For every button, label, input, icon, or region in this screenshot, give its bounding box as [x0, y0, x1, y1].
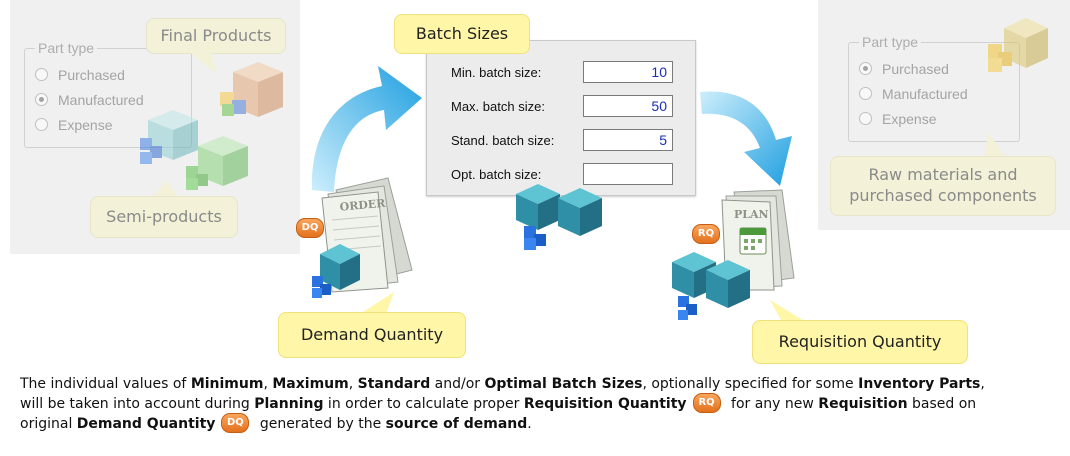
left-part-type-legend: Part type: [38, 40, 95, 56]
description-line-1: The individual values of Minimum, Maximu…: [20, 376, 985, 392]
inline-rq-badge: RQ: [692, 393, 721, 413]
requisition-callout-tail: [770, 300, 806, 322]
right-radio-manufactured[interactable]: Manufactured: [859, 81, 1009, 106]
order-dq-badge: DQ: [296, 218, 324, 238]
radio-dot: [859, 112, 872, 125]
stand-batch-label: Stand. batch size:: [451, 133, 555, 148]
plan-rq-badge: RQ: [692, 224, 720, 244]
min-batch-input[interactable]: 10: [583, 61, 673, 83]
left-curved-arrow: [311, 66, 422, 192]
demand-callout-tail: [360, 292, 394, 314]
radio-dot-selected: [859, 62, 872, 75]
right-radio-expense[interactable]: Expense: [859, 106, 1009, 131]
semi-products-callout: Semi-products: [90, 196, 238, 238]
stand-batch-input[interactable]: 5: [583, 129, 673, 151]
radio-dot: [859, 87, 872, 100]
final-products-callout-tail: [190, 52, 216, 74]
opt-batch-input[interactable]: [583, 163, 673, 185]
batch-sizes-callout: Batch Sizes: [394, 14, 530, 54]
right-curved-arrow: [700, 91, 792, 186]
inline-dq-badge: DQ: [221, 413, 250, 433]
batch-sizes-panel: Min. batch size: 10 Max. batch size: 50 …: [426, 40, 696, 196]
right-part-type-legend: Part type: [862, 34, 919, 50]
requisition-quantity-callout: Requisition Quantity: [752, 320, 968, 364]
description-line-2: will be taken into account during Planni…: [20, 393, 1060, 414]
radio-dot: [35, 68, 48, 81]
left-radio-purchased[interactable]: Purchased: [35, 62, 181, 87]
final-products-callout: Final Products: [146, 18, 286, 54]
min-batch-label: Min. batch size:: [451, 65, 542, 80]
semi-products-callout-tail: [154, 180, 178, 196]
right-radio-purchased[interactable]: Purchased: [859, 56, 1009, 81]
batch-boxes-icon: [516, 184, 602, 250]
left-radio-expense[interactable]: Expense: [35, 112, 181, 137]
description-text: The individual values of Minimum, Maximu…: [20, 374, 1060, 434]
svg-text:ORDER: ORDER: [339, 197, 387, 214]
max-batch-label: Max. batch size:: [451, 99, 545, 114]
svg-text:PLAN: PLAN: [734, 208, 769, 221]
left-radio-manufactured[interactable]: Manufactured: [35, 87, 181, 112]
plan-document-icon: PLAN: [672, 189, 795, 320]
right-part-type-group: Part type Purchased Manufactured Expense: [848, 34, 1020, 142]
demand-quantity-callout: Demand Quantity: [278, 312, 466, 358]
order-document-icon: ORDER: [312, 177, 413, 298]
radio-dot-selected: [35, 93, 48, 106]
semi-products-box-icon: [140, 110, 248, 190]
left-part-type-group: Part type Purchased Manufactured Expense: [24, 40, 192, 148]
radio-dot: [35, 118, 48, 131]
opt-batch-label: Opt. batch size:: [451, 167, 542, 182]
raw-materials-callout-tail: [984, 132, 1006, 158]
raw-materials-callout: Raw materials and purchased components: [830, 156, 1056, 216]
max-batch-input[interactable]: 50: [583, 95, 673, 117]
final-products-box-icon: [220, 62, 283, 117]
raw-materials-box-icon: [988, 18, 1048, 72]
